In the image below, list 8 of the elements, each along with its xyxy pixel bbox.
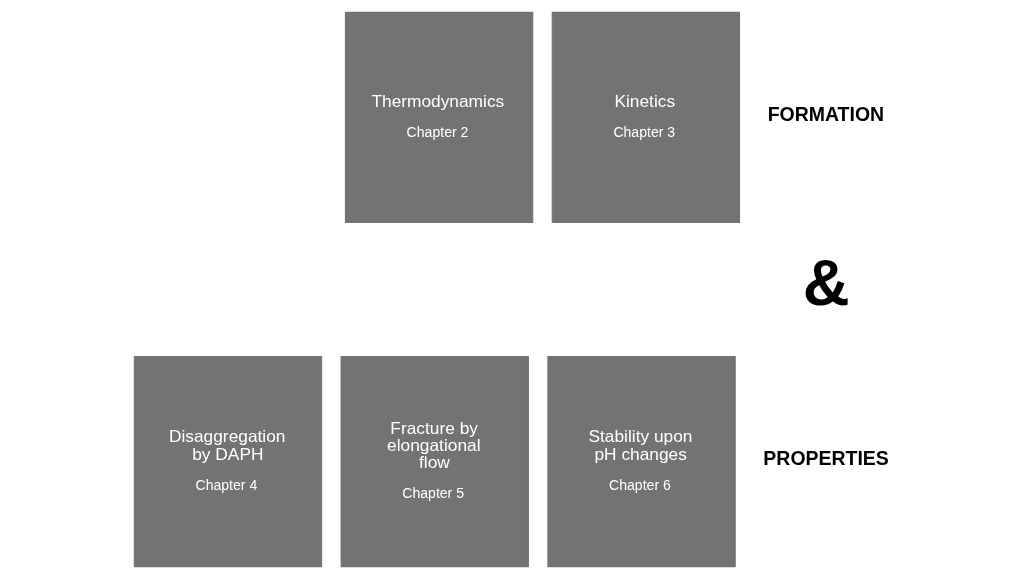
node-box: Fracture by elongational flow Chapter 5 bbox=[340, 356, 529, 568]
node-box: Disaggregation by DAPH Chapter 4 bbox=[133, 356, 323, 568]
node-box: Kinetics Chapter 3 bbox=[551, 11, 741, 223]
label: FORMATION bbox=[767, 103, 885, 126]
node-box: Stability upon pH changes Chapter 6 bbox=[547, 356, 736, 568]
label: & bbox=[802, 245, 850, 319]
node-box: Thermodynamics Chapter 2 bbox=[344, 11, 534, 223]
label: PROPERTIES bbox=[763, 447, 889, 470]
